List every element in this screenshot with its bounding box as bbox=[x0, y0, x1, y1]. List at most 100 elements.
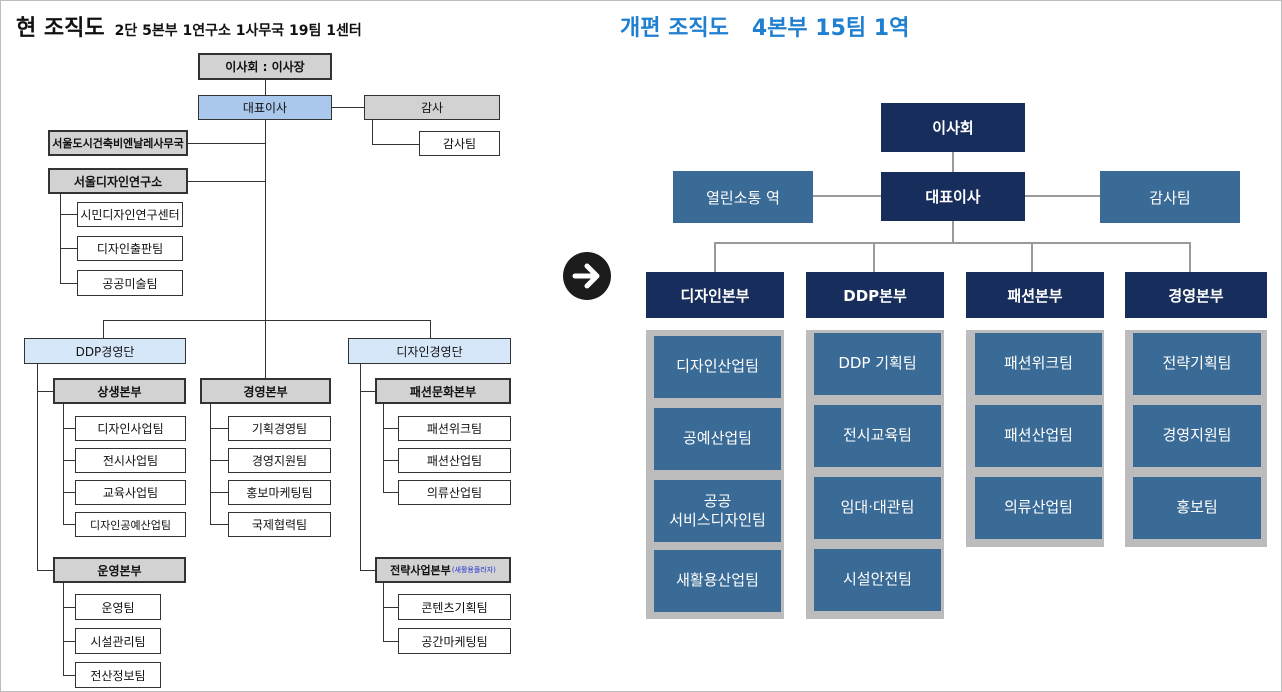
old-management-team-2: 경영지원팀 bbox=[228, 448, 331, 473]
ddp-team-2: 전시교육팀 bbox=[814, 405, 941, 467]
connector bbox=[813, 195, 881, 197]
connector bbox=[1031, 242, 1033, 272]
old-institute-team-1: 시민디자인연구센터 bbox=[77, 202, 183, 227]
connector bbox=[63, 524, 75, 525]
connector bbox=[37, 570, 53, 571]
connector bbox=[60, 283, 77, 284]
old-management-team-4: 국제협력팀 bbox=[228, 512, 331, 537]
connector bbox=[1189, 242, 1191, 272]
connector bbox=[372, 144, 419, 145]
connector bbox=[60, 194, 61, 284]
connector bbox=[873, 242, 875, 272]
connector bbox=[383, 428, 398, 429]
new-division-design: 디자인본부 bbox=[646, 272, 784, 318]
old-strategy-label: 전략사업본부 bbox=[390, 564, 451, 577]
old-strategy-team-2: 공간마케팅팀 bbox=[398, 628, 511, 654]
old-coexistence-team-3: 교육사업팀 bbox=[75, 480, 186, 505]
old-institute-team-2: 디자인출판팀 bbox=[77, 236, 183, 261]
old-audit-box: 감사 bbox=[364, 95, 500, 120]
connector bbox=[210, 404, 211, 524]
fashion-team-2: 패션산업팀 bbox=[975, 405, 1102, 467]
old-institute-team-3: 공공미술팀 bbox=[77, 270, 183, 296]
connector bbox=[265, 320, 266, 378]
design-team-2: 공예산업팀 bbox=[654, 408, 781, 470]
connector bbox=[63, 607, 75, 608]
old-management-box: 경영본부 bbox=[200, 378, 331, 404]
old-ddp-group-box: DDP경영단 bbox=[24, 338, 186, 364]
new-station-box: 열린소통 역 bbox=[673, 171, 813, 223]
ddp-team-1: DDP 기획팀 bbox=[814, 333, 941, 395]
old-board-box: 이사회 : 이사장 bbox=[198, 53, 332, 80]
new-division-management: 경영본부 bbox=[1125, 272, 1267, 318]
connector bbox=[63, 460, 75, 461]
old-strategy-box: 전략사업본부(새활용플라자) bbox=[375, 557, 511, 583]
management-team-1: 전략기획팀 bbox=[1133, 333, 1261, 395]
new-org-title: 개편 조직도 4본부 15팀 1역 bbox=[620, 16, 910, 41]
connector bbox=[63, 675, 75, 676]
connector bbox=[360, 364, 361, 570]
management-team-3: 홍보팀 bbox=[1133, 477, 1261, 539]
connector bbox=[265, 80, 266, 95]
connector bbox=[360, 391, 375, 392]
connector bbox=[332, 107, 365, 108]
connector bbox=[383, 404, 384, 492]
design-team-3: 공공 서비스디자인팀 bbox=[654, 480, 781, 542]
connector bbox=[37, 364, 38, 570]
old-strategy-note: (새활용플라자) bbox=[451, 566, 496, 574]
old-audit-team-box: 감사팀 bbox=[419, 131, 500, 156]
connector bbox=[188, 181, 265, 182]
old-operation-box: 운영본부 bbox=[53, 557, 186, 583]
arrow-right-circle-icon bbox=[563, 252, 611, 300]
new-division-fashion: 패션본부 bbox=[966, 272, 1104, 318]
old-fashion-team-1: 패션위크팀 bbox=[398, 416, 511, 441]
connector bbox=[103, 320, 104, 338]
old-institute-box: 서울디자인연구소 bbox=[48, 168, 188, 194]
connector bbox=[265, 120, 266, 320]
connector bbox=[383, 607, 398, 608]
connector bbox=[714, 242, 1190, 244]
connector bbox=[430, 320, 431, 338]
design-team-1: 디자인산업팀 bbox=[654, 336, 781, 398]
old-management-team-3: 홍보마케팅팀 bbox=[228, 480, 331, 505]
old-coexistence-team-1: 디자인사업팀 bbox=[75, 416, 186, 441]
old-operation-team-1: 운영팀 bbox=[75, 594, 161, 620]
fashion-team-1: 패션위크팀 bbox=[975, 333, 1102, 395]
old-management-team-1: 기획경영팀 bbox=[228, 416, 331, 441]
connector bbox=[1025, 195, 1100, 197]
management-team-2: 경영지원팀 bbox=[1133, 405, 1261, 467]
current-org-heading: 현 조직도 bbox=[16, 16, 105, 41]
old-secretariat-box: 서울도시건축비엔날레사무국 bbox=[48, 130, 188, 156]
old-coexistence-team-4: 디자인공예산업팀 bbox=[75, 512, 186, 537]
connector bbox=[63, 583, 64, 675]
ddp-team-3: 임대·대관팀 bbox=[814, 477, 941, 539]
connector bbox=[714, 242, 716, 272]
old-coexistence-box: 상생본부 bbox=[53, 378, 186, 404]
old-fashion-team-3: 의류산업팀 bbox=[398, 480, 511, 505]
connector bbox=[952, 152, 954, 172]
old-ceo-box: 대표이사 bbox=[198, 95, 332, 120]
fashion-team-3: 의류산업팀 bbox=[975, 477, 1102, 539]
old-fashion-team-2: 패션산업팀 bbox=[398, 448, 511, 473]
new-division-ddp: DDP본부 bbox=[806, 272, 944, 318]
current-org-summary: 2단 5본부 1연구소 1사무국 19팀 1센터 bbox=[114, 23, 362, 39]
new-board-box: 이사회 bbox=[881, 103, 1025, 152]
connector bbox=[383, 583, 384, 641]
connector bbox=[372, 120, 373, 144]
connector bbox=[383, 460, 398, 461]
connector bbox=[37, 391, 53, 392]
connector bbox=[952, 221, 954, 243]
connector bbox=[63, 404, 64, 524]
connector bbox=[60, 214, 77, 215]
connector bbox=[60, 248, 77, 249]
old-strategy-team-1: 콘텐츠기획팀 bbox=[398, 594, 511, 620]
connector bbox=[103, 320, 431, 321]
connector bbox=[210, 460, 228, 461]
connector bbox=[383, 641, 398, 642]
ddp-team-4: 시설안전팀 bbox=[814, 549, 941, 611]
connector bbox=[63, 641, 75, 642]
connector bbox=[360, 570, 375, 571]
old-coexistence-team-2: 전시사업팀 bbox=[75, 448, 186, 473]
connector bbox=[210, 492, 228, 493]
old-operation-team-2: 시설관리팀 bbox=[75, 628, 161, 654]
design-team-4: 새활용산업팀 bbox=[654, 550, 781, 612]
